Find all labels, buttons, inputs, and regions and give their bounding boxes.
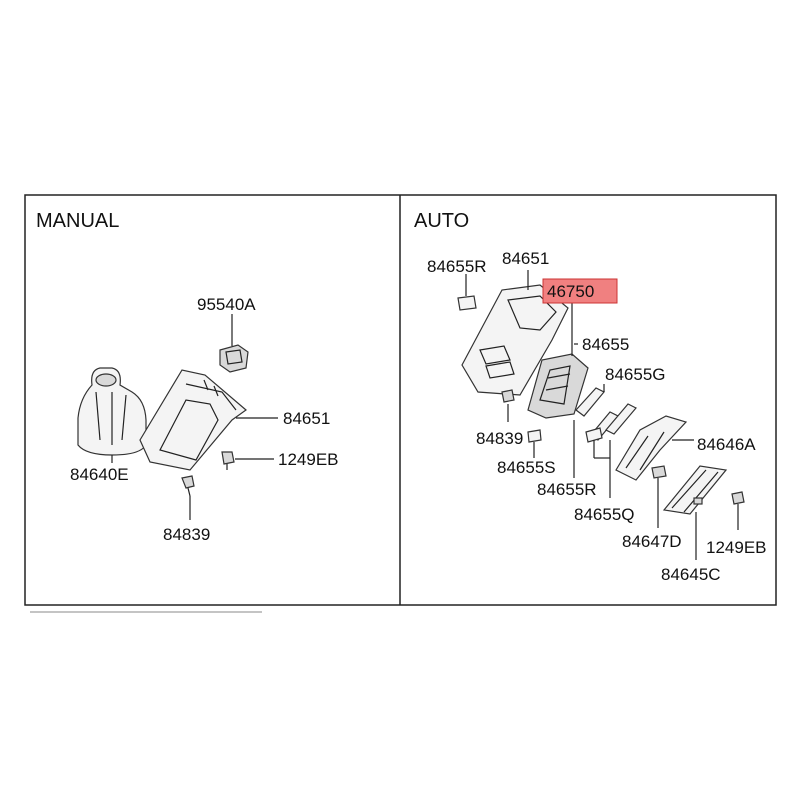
screw-1249eb xyxy=(221,451,235,470)
label-84646a: 84646A xyxy=(697,435,756,454)
label-84655r: 84655R xyxy=(537,480,597,499)
bracket-84645c xyxy=(662,465,728,515)
shift-boot-part xyxy=(77,367,147,456)
label-84651-auto: 84651 xyxy=(502,249,549,268)
label-84839-manual: 84839 xyxy=(163,525,210,544)
label-84651-manual: 84651 xyxy=(283,409,330,428)
shifter-mechanism-part xyxy=(527,353,589,419)
label-84655q: 84655Q xyxy=(574,505,635,524)
label-46750: 46750 xyxy=(547,282,594,301)
console-trim-part xyxy=(139,369,247,471)
auto-console-trim-part xyxy=(461,284,569,396)
label-84655: 84655 xyxy=(582,335,629,354)
label-1249eb-manual: 1249EB xyxy=(278,450,339,469)
label-84655g: 84655G xyxy=(605,365,666,384)
clip-84839 xyxy=(181,475,195,497)
label-84640e: 84640E xyxy=(70,465,129,484)
label-84655s: 84655S xyxy=(497,458,556,477)
label-95540a: 95540A xyxy=(197,295,256,314)
auto-title: AUTO xyxy=(414,210,469,232)
auto-panel: AUTO xyxy=(414,210,767,584)
manual-panel: MANUAL xyxy=(36,210,339,544)
label-84655r-top: 84655R xyxy=(427,257,487,276)
manual-title: MANUAL xyxy=(36,210,119,232)
label-84647d: 84647D xyxy=(622,532,682,551)
label-84645c: 84645C xyxy=(661,565,721,584)
label-1249eb-auto: 1249EB xyxy=(706,538,767,557)
label-84839-auto: 84839 xyxy=(476,429,523,448)
part-95540a xyxy=(219,344,249,373)
insulator-84646a xyxy=(615,415,688,481)
highlight-46750 xyxy=(542,278,618,304)
